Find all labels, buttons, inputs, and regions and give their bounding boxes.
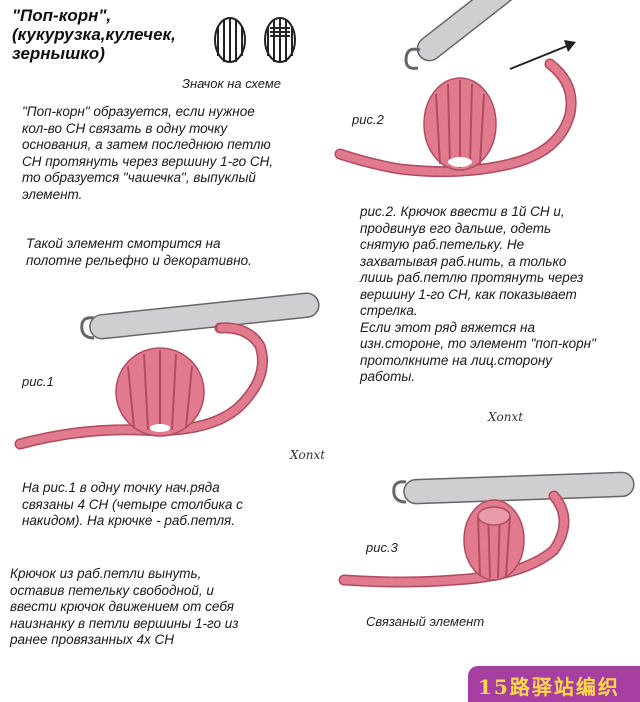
fig1-crochet-illustration (14, 292, 320, 450)
fig2-label: рис.2 (352, 112, 384, 127)
fig3-label: рис.3 (366, 540, 398, 555)
fig2-signature: Xonxt (488, 410, 524, 424)
fig1-label: рис.1 (22, 374, 54, 389)
intro-paragraph-2: Такой элемент смотрится на полотне релье… (26, 236, 252, 268)
fig3-caption: Связаный элемент (366, 614, 485, 629)
symbol-caption: Значок на схеме (182, 76, 281, 91)
fig2-caption: рис.2. Крючок ввести в 1й СН и, продвину… (360, 204, 596, 384)
intro-paragraph-1: "Поп-корн" образуется, если нужное кол-в… (22, 104, 274, 202)
fig3-crochet-illustration (338, 471, 635, 588)
fig2-crochet-illustration (334, 0, 597, 178)
page-title: "Поп-корн", (кукурузка,кулечек, зернышко… (12, 6, 176, 63)
watermark-banner: 15路驿站编织 (468, 666, 640, 702)
fig1-caption-2: Крючок из раб.петли вынуть, оставив пете… (10, 566, 239, 647)
fig1-signature: Xonxt (290, 448, 326, 462)
watermark-text: 15路驿站编织 (478, 675, 620, 699)
popcorn-symbol-icon (214, 17, 296, 63)
fig1-caption: На рис.1 в одну точку нач.ряда связаны 4… (22, 480, 243, 528)
